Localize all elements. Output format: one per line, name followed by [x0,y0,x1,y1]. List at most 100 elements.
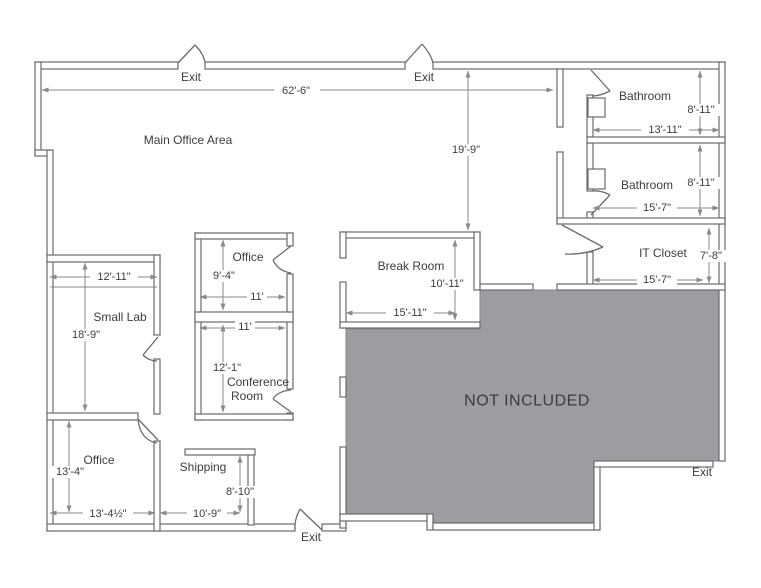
exit-door-top-middle [404,43,434,64]
dimension-labels: 62'-6" 19'-9" 12'-11" 18'-9" 13'-4" 13'-… [50,85,727,520]
dim-it-closet-width: 15'-7" [643,274,671,286]
dim-label-bg [187,508,227,520]
wall-segment [339,446,347,529]
dim-label-bg [235,321,255,333]
dimension-lines [41,70,720,516]
dim-shipping-width: 10'-9" [193,508,221,520]
dim-label-bg [637,274,677,286]
room-label-small-lab: Small Lab [93,310,147,324]
dim-office-center-depth: 9'-4" [213,270,235,282]
dim-bathroom-south-width: 15'-7" [643,202,671,214]
wall-segment [339,513,434,522]
wall-segment [286,273,294,390]
dim-label-bg [386,307,434,319]
dim-overall-width: 62'-6" [282,85,310,97]
dim-small-lab-width: 12'-11" [97,271,130,283]
exit-label-bottom: Exit [301,530,322,544]
wall-segment [46,412,139,421]
dim-label-bg [274,85,320,97]
exit-label-top-middle: Exit [414,70,435,84]
dim-label-bg [207,270,241,282]
dim-office-sw-width: 13'-4½" [89,508,126,520]
dim-office-sw-depth: 13'-4" [56,466,84,478]
room-label-it-closet: IT Closet [639,246,687,260]
room-label-break-room: Break Room [378,259,445,273]
wall-segment [556,217,726,225]
exit-label-bottom-right: Exit [692,465,713,479]
dim-it-closet-depth: 7'-8" [700,250,722,262]
exit-labels: Exit Exit Exit Exit [181,70,713,544]
dim-label-bg [423,278,471,290]
small-lab-door [142,336,159,362]
plumbing-chase [587,97,606,118]
wall-segment [153,358,161,415]
wall-segment [153,254,161,336]
dim-label-bg [695,250,727,262]
dim-label-bg [66,329,106,341]
office-sw-door [137,418,159,444]
room-label-conference-1: Conference [227,375,289,389]
exit-door-top-left [177,44,206,64]
room-label-bathroom-north: Bathroom [619,89,671,103]
wall-segment [46,254,161,263]
office-center-door [272,245,292,274]
room-label-office-center: Office [232,250,263,264]
wall-segment [339,281,347,329]
exit-door-bottom [294,508,323,531]
dim-bathroom-north-depth: 8'-11" [687,104,714,116]
wall-segment [46,523,296,532]
wall-segment [339,376,347,398]
bathroom-north-door [590,69,611,97]
dim-label-bg [445,144,487,156]
dim-bathroom-south-depth: 8'-11" [687,177,714,189]
dim-break-room-depth: 10'-11" [430,278,463,290]
dim-main-office-depth: 19'-9" [452,144,480,156]
doors [137,43,611,531]
dim-bathroom-north-width: 13'-11" [648,124,681,136]
room-label-main-office: Main Office Area [144,133,233,147]
wall-segment [34,61,42,156]
wall-segment [184,448,256,456]
wall-segment [34,61,179,70]
dim-label-bg [50,466,90,478]
dim-label-bg [641,124,689,136]
wall-segment [593,460,714,468]
dim-conference-width: 11' [238,321,252,333]
dim-label-bg [207,362,247,374]
wall-segment [194,413,294,421]
exit-label-top-left: Exit [181,70,202,84]
room-labels: Main Office Area Small Lab Office Shippi… [83,89,687,474]
wall-segment [432,61,726,70]
wall-segment [593,460,601,531]
wall-segment [204,61,406,70]
room-label-conference-2: Room [231,389,263,403]
dim-label-bg [247,291,267,303]
wall-segment [479,283,534,291]
dim-office-center-width: 11' [250,291,264,303]
bathroom-south-door [590,190,611,216]
room-label-not-included: NOT INCLUDED [464,393,590,410]
wall-segment [339,321,481,329]
dim-break-room-width: 15'-11" [393,307,426,319]
wall-segment [153,440,161,532]
room-label-bathroom-south: Bathroom [621,178,673,192]
wall-segment [194,232,202,421]
wall-segment [586,251,594,288]
wall-segment [586,136,726,144]
wall-segment [339,231,481,239]
conference-door [272,389,292,413]
wall-segment [339,231,347,259]
dim-small-lab-depth: 18'-9" [72,329,100,341]
dim-label-bg [637,202,677,214]
wall-segment [426,513,434,531]
dim-label-bg [83,508,133,520]
room-label-shipping: Shipping [180,460,227,474]
dim-shipping-depth: 8'-10" [226,486,254,498]
room-label-office-sw: Office [83,453,114,467]
dim-label-bg [681,104,721,116]
wall-segment [556,151,564,225]
dim-label-bg [681,177,721,189]
wall-segment [286,232,294,247]
dim-conference-depth: 12'-1" [213,362,241,374]
